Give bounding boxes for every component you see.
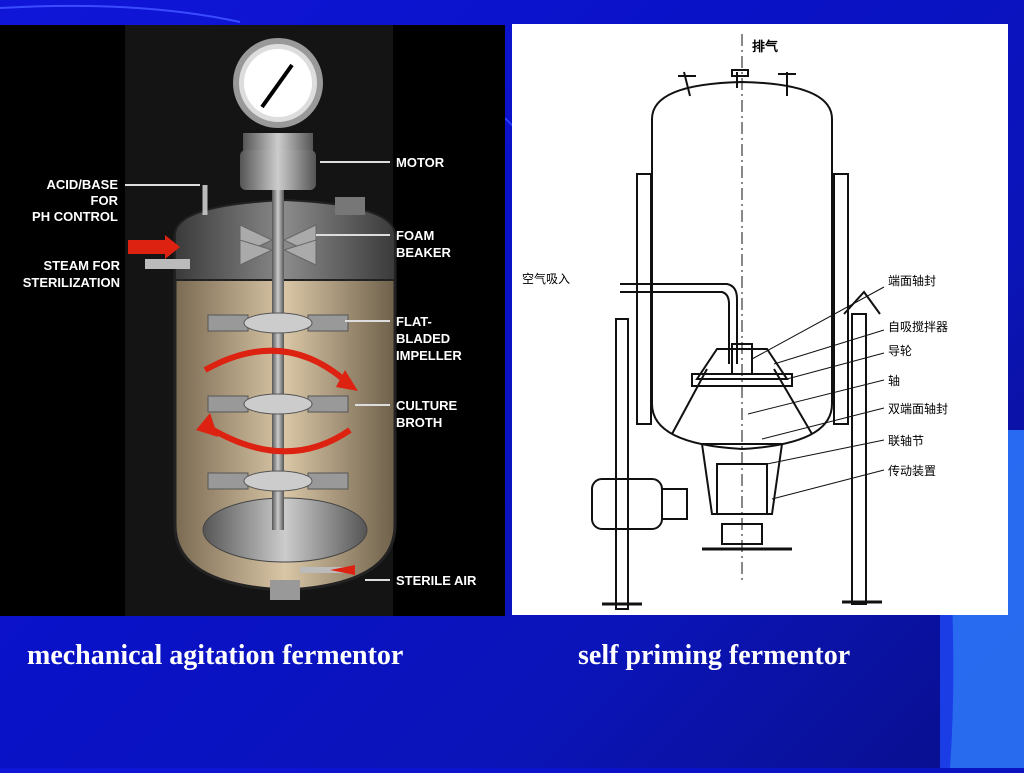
label-acid-base: ACID/BASE FOR PH CONTROL bbox=[32, 177, 118, 224]
label-double-end-face-seal: 双端面轴封 bbox=[888, 402, 949, 416]
label-coupling: 联轴节 bbox=[888, 434, 925, 448]
label-steam: STEAM FOR STERILIZATION bbox=[22, 258, 120, 290]
label-impeller: FLAT- BLADED IMPELLER bbox=[396, 314, 462, 363]
caption-mechanical-fermentor: mechanical agitation fermentor bbox=[27, 640, 404, 671]
label-transmission: 传动装置 bbox=[888, 464, 937, 478]
label-culture-broth: CULTURE BROTH bbox=[396, 398, 458, 430]
label-motor: MOTOR bbox=[396, 155, 445, 170]
label-end-face-seal: 端面轴封 bbox=[888, 274, 937, 288]
label-air-inlet: 空气吸入 bbox=[522, 272, 571, 286]
label-sterile-air: STERILE AIR bbox=[396, 573, 477, 588]
label-foam-beaker: FOAM BEAKER bbox=[396, 228, 451, 260]
self-priming-fermentor-diagram: 排气 空气吸入 端面轴封 自吸搅拌器 导轮 轴 双端面轴封 联轴节 传动装置 bbox=[512, 24, 1008, 615]
mechanical-fermentor-diagram: ACID/BASE FOR PH CONTROL STEAM FOR STERI… bbox=[0, 25, 505, 616]
caption-self-priming-fermentor: self priming fermentor bbox=[578, 640, 851, 671]
label-self-priming-agitator: 自吸搅拌器 bbox=[888, 320, 949, 334]
label-shaft: 轴 bbox=[888, 374, 901, 388]
label-guide-wheel: 导轮 bbox=[888, 344, 913, 358]
label-exhaust: 排气 bbox=[752, 40, 779, 55]
